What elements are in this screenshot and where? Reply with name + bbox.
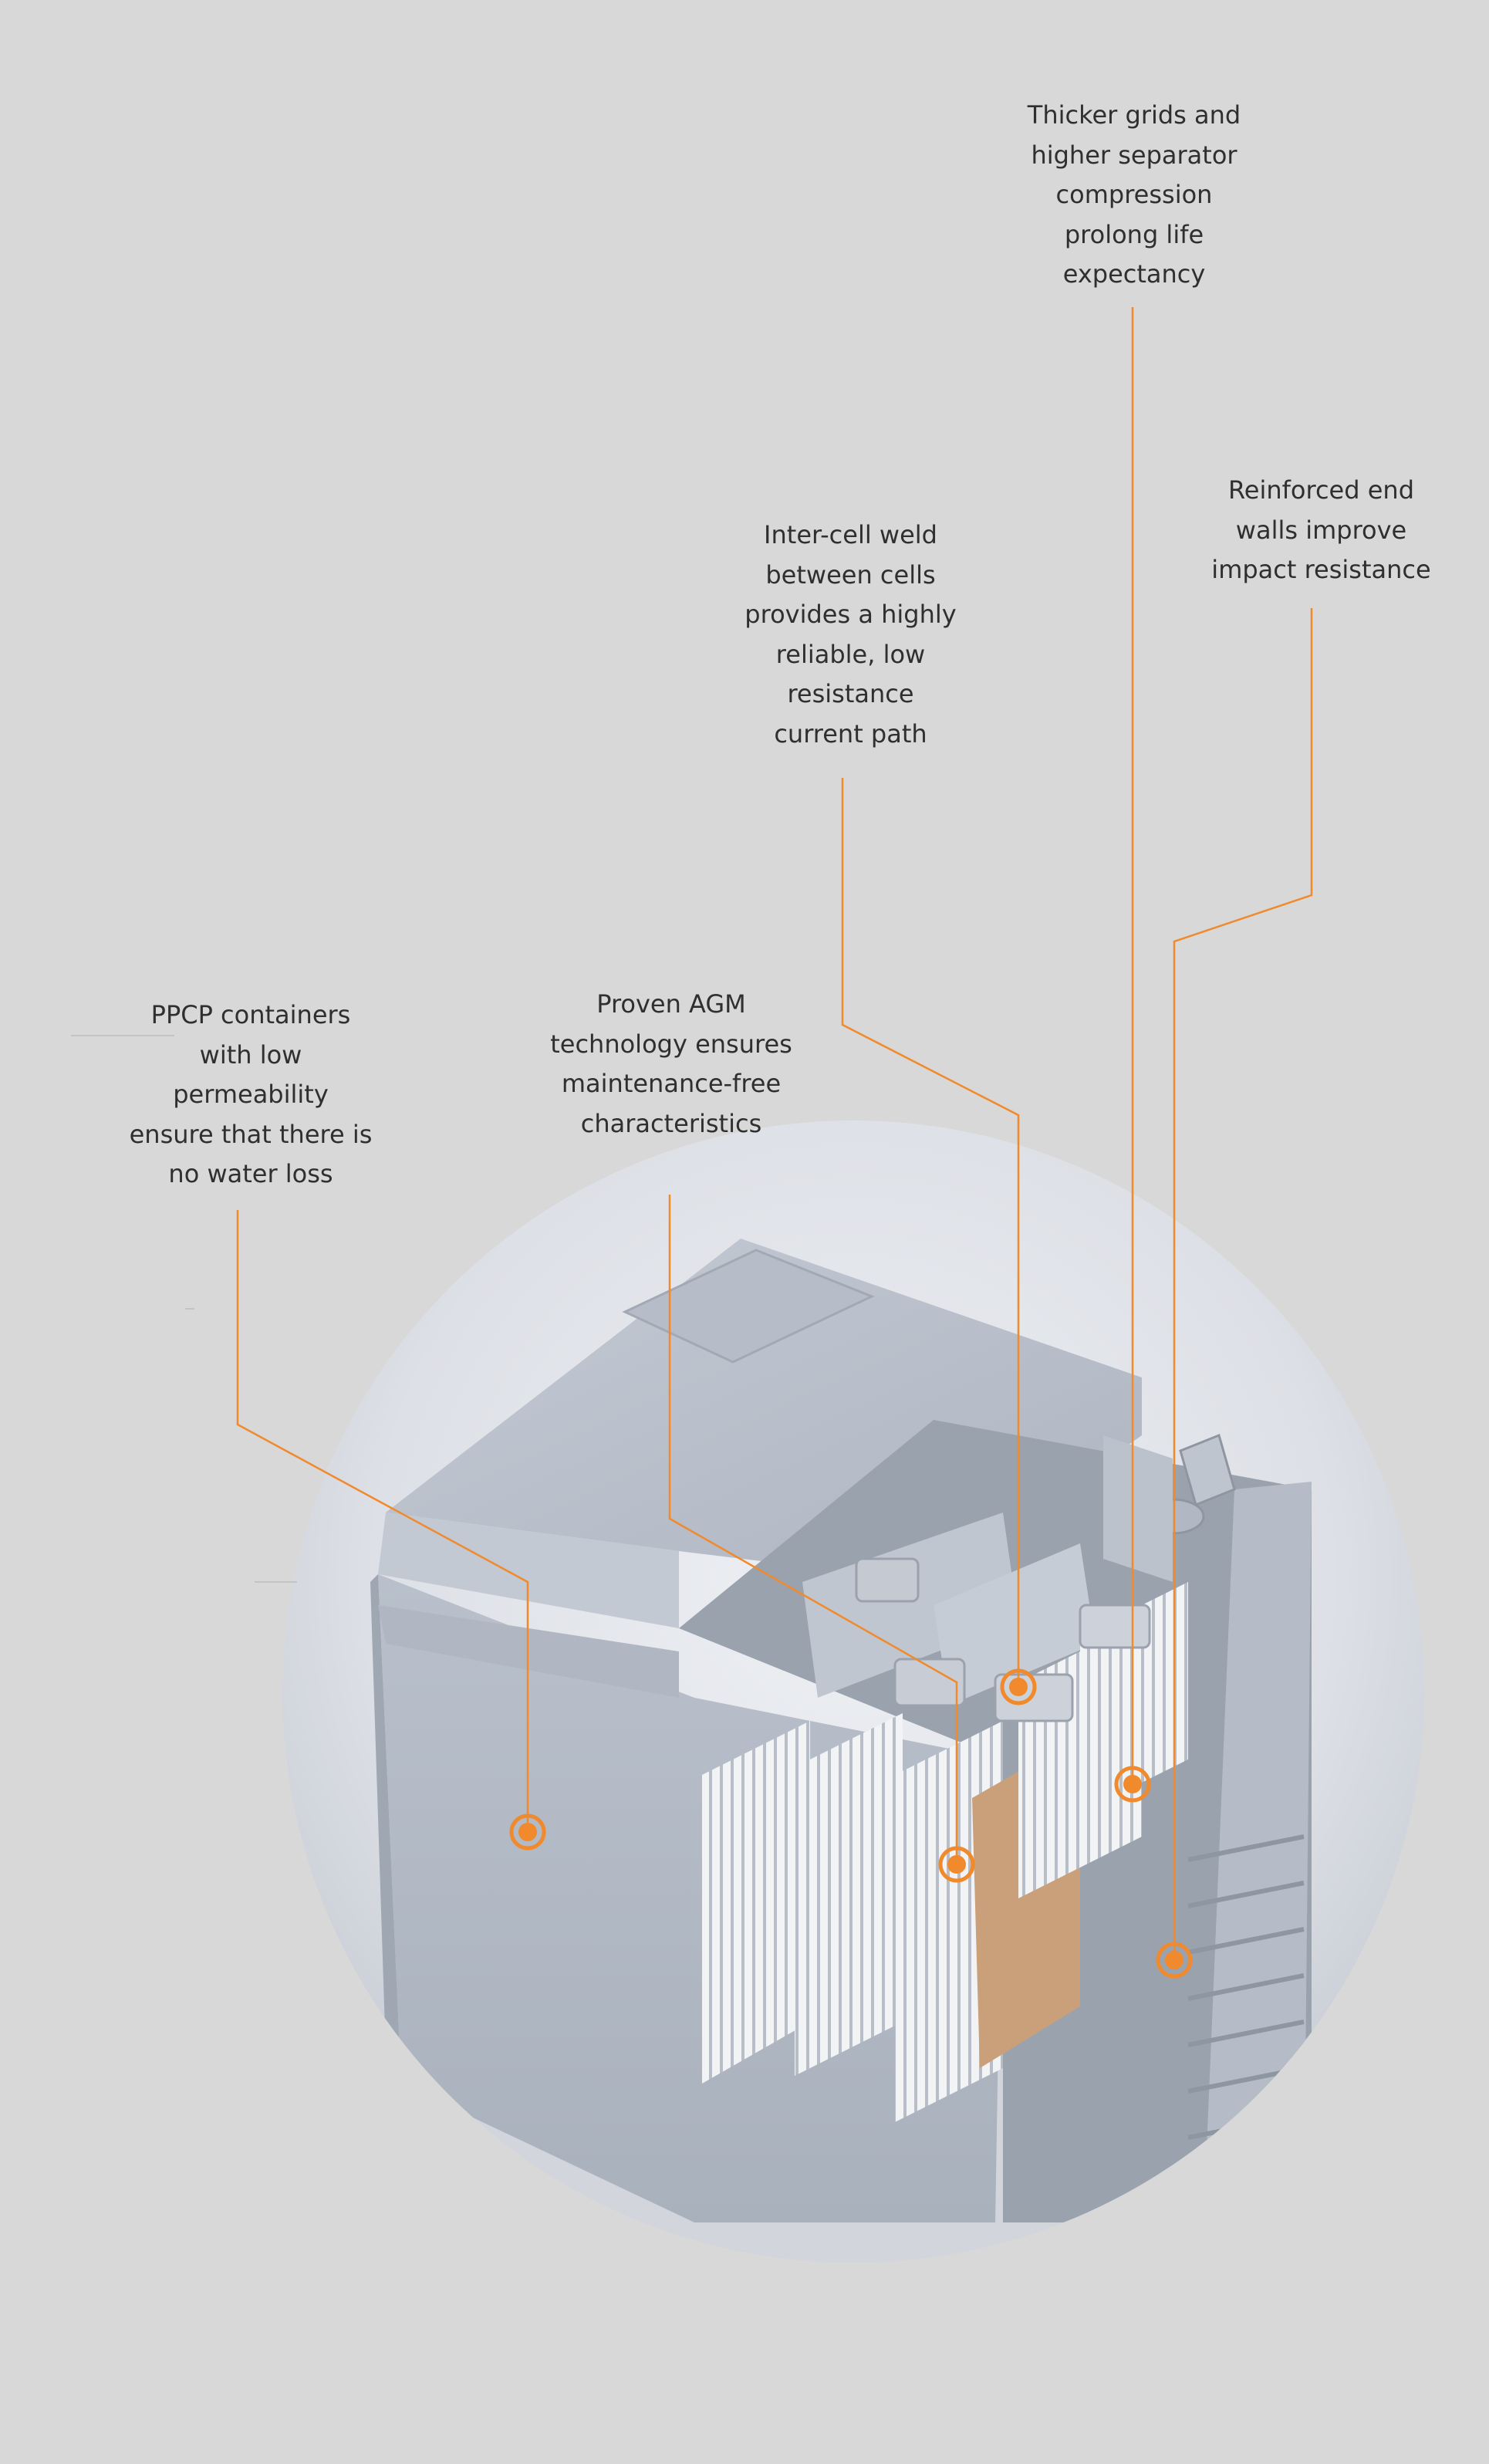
callout-label-weld: Inter-cell weld between cells provides a… xyxy=(744,520,957,749)
battery-illustration xyxy=(316,1239,1396,2263)
marker-grids xyxy=(1114,1766,1151,1803)
guide-lines xyxy=(71,1035,297,1583)
marker-weld xyxy=(1000,1668,1037,1705)
leader-line-agm xyxy=(668,1195,958,1864)
inter-cell-strap xyxy=(893,1658,966,1707)
leader-line-ppcp xyxy=(236,1210,529,1832)
callout-label-agm: Proven AGM technology ensures maintenanc… xyxy=(550,989,792,1138)
marker-walls xyxy=(1156,1942,1193,1979)
cell-partition xyxy=(934,1543,1096,1705)
plate-stack xyxy=(795,1713,903,2076)
callout-label-walls: Reinforced end walls improve impact resi… xyxy=(1211,475,1431,584)
cell-partition xyxy=(802,1513,1018,1698)
callout-markers xyxy=(509,1668,1193,1979)
terminal-post xyxy=(1179,1433,1236,1507)
marker-agm xyxy=(938,1846,975,1883)
callout-label-grids: Thicker grids and higher separator compr… xyxy=(1027,100,1241,289)
plate-stack xyxy=(702,1721,810,2084)
callout-label-ppcp: PPCP containers with low permeability en… xyxy=(129,1000,373,1188)
marker-ppcp xyxy=(509,1813,546,1851)
leader-line-walls xyxy=(1173,608,1313,1960)
container-front-face xyxy=(378,1574,1003,2222)
leader-lines xyxy=(236,307,1313,1960)
leader-line-weld xyxy=(841,778,1020,1687)
